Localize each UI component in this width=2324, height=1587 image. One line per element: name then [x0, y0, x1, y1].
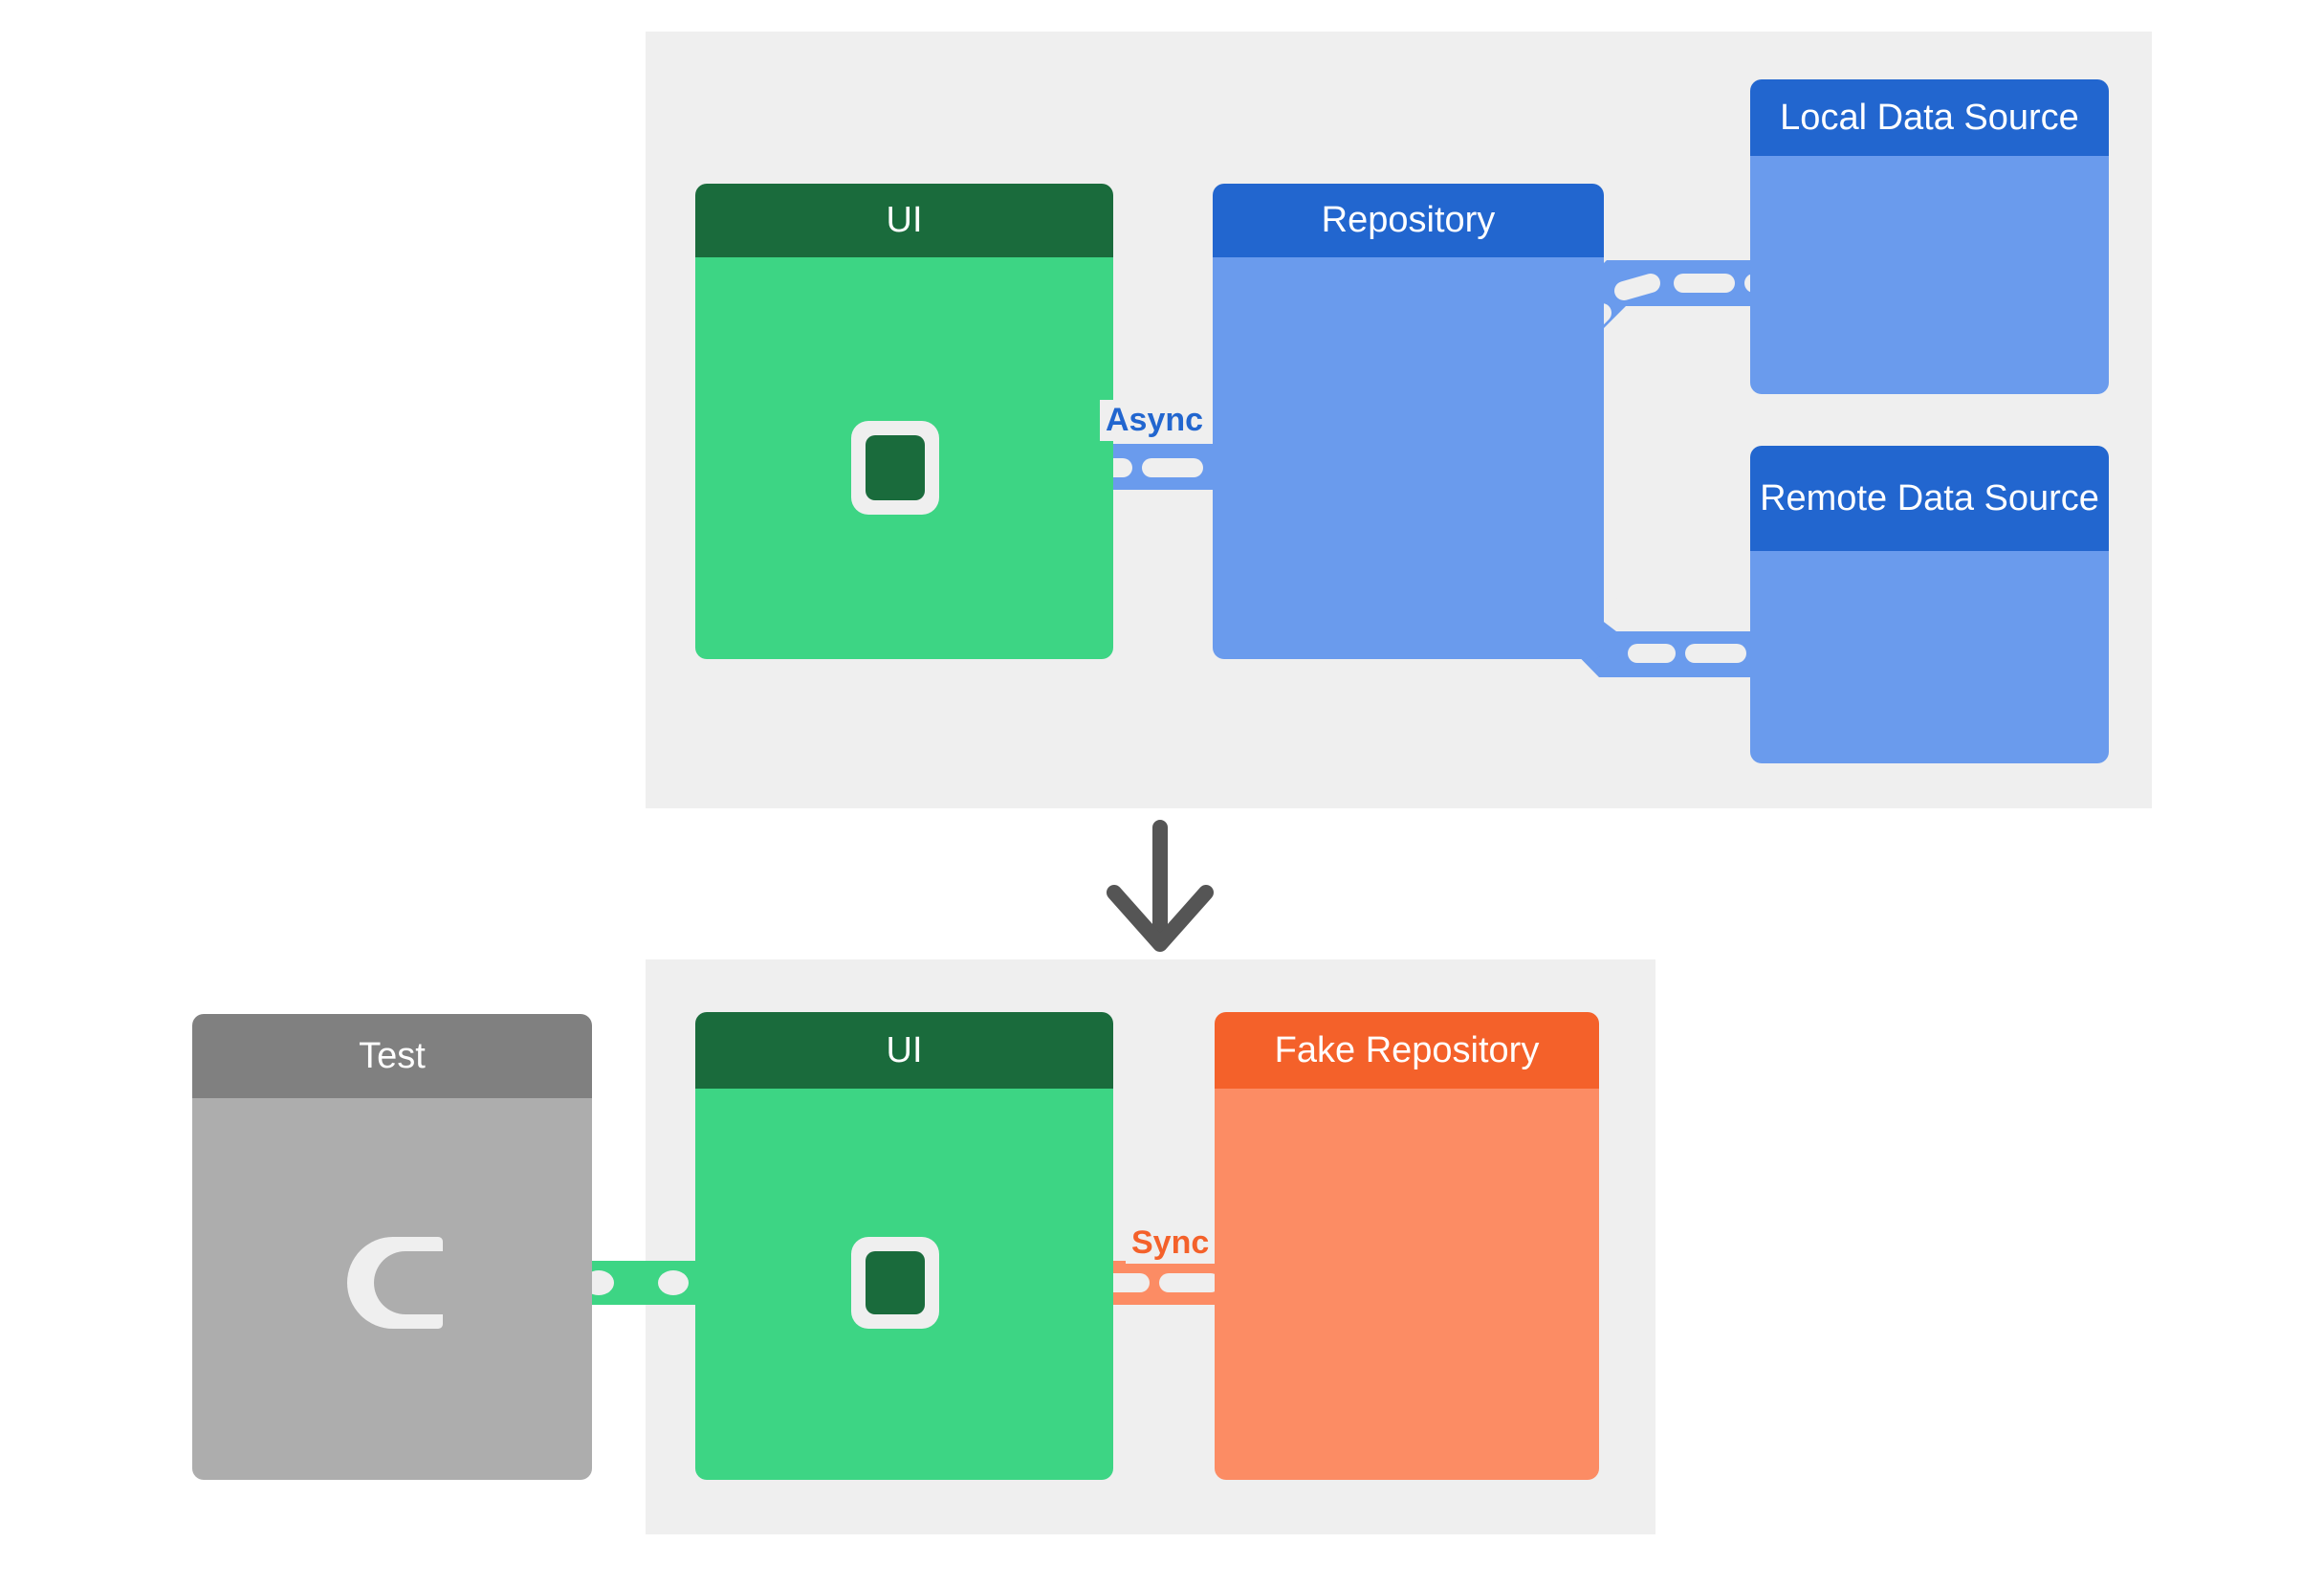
card-repository-header: Repository: [1213, 184, 1604, 257]
sync-label: Sync: [1126, 1223, 1216, 1264]
card-test-header: Test: [192, 1014, 592, 1098]
card-remote-data-source-body: [1750, 551, 2109, 763]
card-ui-label: UI: [886, 200, 923, 241]
card-test-label: Test: [359, 1035, 426, 1076]
card-fake-repository-body: [1215, 1089, 1599, 1480]
card-remote-data-source[interactable]: Remote Data Source: [1750, 446, 2109, 763]
card-repository-label: Repository: [1321, 200, 1496, 241]
card-repository-body: [1213, 257, 1604, 659]
async-label: Async: [1100, 400, 1210, 441]
card-ui-test-header: UI: [695, 1012, 1113, 1089]
card-local-data-source-header: Local Data Source: [1750, 79, 2109, 156]
card-remote-data-source-label: Remote Data Source: [1760, 477, 2099, 518]
card-remote-data-source-header: Remote Data Source: [1750, 446, 2109, 551]
socket-plug-icon: [347, 1237, 443, 1329]
card-ui-header: UI: [695, 184, 1113, 257]
card-ui-test-label: UI: [886, 1029, 923, 1070]
card-fake-repository-label: Fake Repository: [1274, 1029, 1540, 1070]
card-fake-repository-header: Fake Repository: [1215, 1012, 1599, 1089]
card-local-data-source-body: [1750, 156, 2109, 394]
square-plug-icon: [851, 1237, 939, 1329]
card-local-data-source-label: Local Data Source: [1780, 97, 2079, 138]
card-repository[interactable]: Repository: [1213, 184, 1604, 659]
card-fake-repository[interactable]: Fake Repository: [1215, 1012, 1599, 1480]
card-local-data-source[interactable]: Local Data Source: [1750, 79, 2109, 394]
square-plug-icon: [851, 421, 939, 515]
